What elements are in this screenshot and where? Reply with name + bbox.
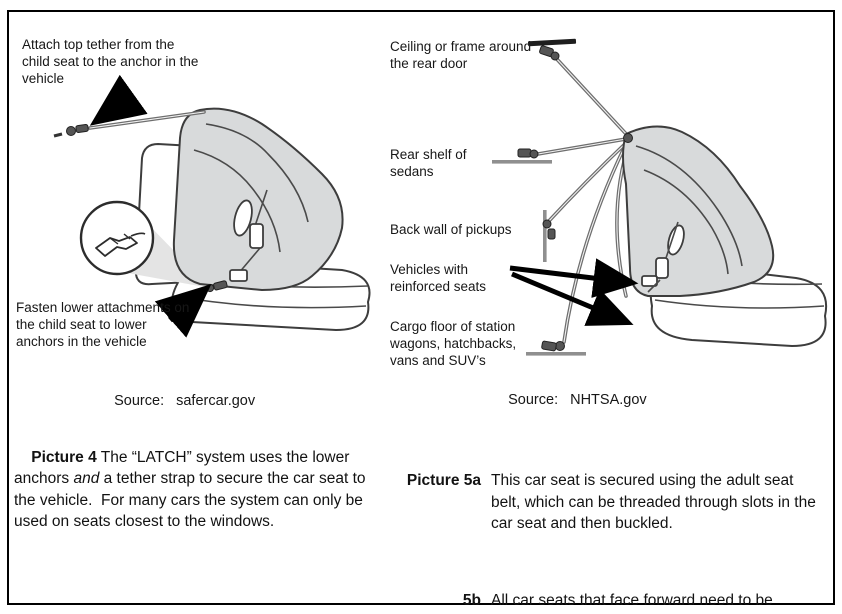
lower-anchor-arrow-icon	[154, 284, 212, 338]
label-lower-attachments: Fasten lower attachments on the child se…	[16, 300, 190, 349]
seat-belt-buckle	[641, 221, 679, 293]
reinforced-seat-arrows-icon	[509, 258, 639, 326]
caption-picture4-italic: and	[73, 470, 100, 487]
harness-straps	[229, 189, 268, 282]
caption-picture4: Picture 4 The “LATCH” system uses the lo…	[14, 425, 372, 554]
belt-slot	[667, 224, 685, 256]
source-label: Source:	[114, 393, 165, 409]
tether-hook	[623, 133, 633, 143]
caption-picture4-text-2: a tether strap to secure the car seat to…	[14, 470, 370, 530]
caption-5a-label: Picture 5a	[406, 472, 481, 489]
tether-anchor-locations-illustration	[492, 38, 828, 356]
child-car-seat	[172, 107, 344, 291]
caption-picture4-label: Picture 4	[31, 448, 97, 466]
label-cargo-floor-anchor: Cargo floor of station wagons, hatchback…	[390, 319, 517, 368]
label-rear-shelf-anchor: Rear shelf of sedans	[390, 147, 467, 179]
caption-5a-text: This car seat is secured using the adult…	[491, 472, 821, 532]
back-wall-anchor	[542, 210, 556, 262]
rear-shelf-anchor	[492, 148, 552, 164]
caption-5a-row: Picture 5a This car seat is secured usin…	[393, 470, 825, 535]
top-anchor-arrow-icon	[89, 74, 148, 126]
cargo-floor-anchor	[526, 340, 586, 356]
caption-5b-label: 5b	[462, 591, 481, 609]
top-anchor-hardware	[53, 123, 89, 138]
label-ceiling-anchor: Ceiling or frame around the rear door	[390, 39, 532, 71]
label-reinforced-seats: Vehicles with reinforced seats	[390, 262, 487, 294]
source-value: NHTSA.gov	[570, 392, 647, 408]
caption-5b-row: 5b All car seats that face forward need …	[393, 590, 825, 614]
source-picture5: Source: NHTSA.gov	[492, 376, 647, 424]
child-car-seat	[622, 125, 775, 297]
belt-slot	[233, 199, 253, 237]
caption-5b-text: All car seats that face forward need to …	[491, 591, 791, 614]
tether-straps	[536, 54, 632, 344]
inset-magnifier-circle	[79, 200, 155, 276]
lower-attachment-clip	[95, 232, 146, 257]
source-value: safercar.gov	[176, 393, 256, 409]
source-picture4: Source: safercar.gov	[98, 377, 255, 425]
source-label: Source:	[508, 392, 559, 408]
caption-picture4-text-1: The “LATCH” system uses the lower anchor…	[14, 448, 354, 488]
latch-system-illustration	[53, 74, 371, 338]
label-top-tether: Attach top tether from the child seat to…	[22, 37, 199, 86]
caption-picture5: Picture 5a This car seat is secured usin…	[393, 427, 825, 614]
ceiling-anchor	[527, 38, 577, 61]
label-back-wall-anchor: Back wall of pickups	[390, 222, 512, 237]
